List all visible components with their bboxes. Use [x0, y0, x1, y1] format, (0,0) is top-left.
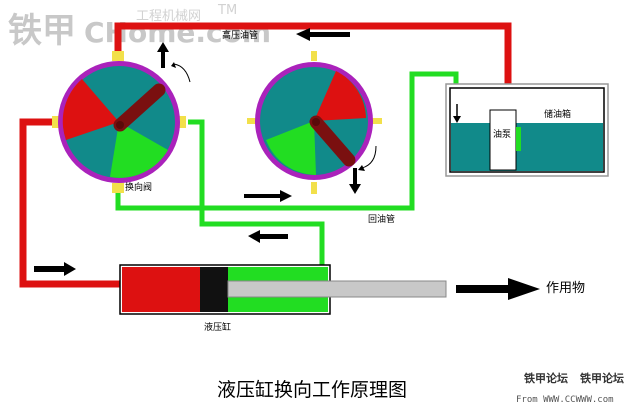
valve2-port-left	[247, 118, 257, 124]
valve2-port-right	[372, 118, 382, 124]
valve2-rotor	[309, 115, 356, 167]
label-work-object: 作用物	[546, 281, 585, 296]
high-pressure-pipe	[114, 22, 512, 110]
watermark-brand: 铁甲	[8, 11, 76, 51]
label-hydraulic-cylinder: 液压缸	[204, 321, 231, 333]
label-return-pipe: 回油管	[368, 213, 395, 225]
pump-outlet	[516, 127, 521, 151]
rotation-arrowhead-1	[171, 62, 176, 68]
arrow-feed-right	[34, 262, 76, 276]
rotation-arrow-2	[361, 145, 377, 169]
watermark-url: From WWW.CCWWW.com	[516, 395, 614, 405]
return-pipe	[115, 71, 459, 211]
oil-tank	[445, 83, 609, 177]
valve-port-top	[112, 51, 124, 61]
hydraulic-cylinder	[119, 264, 447, 315]
label-oil-tank: 储油箱	[544, 108, 571, 120]
watermark-site-cn: 工程机械网	[136, 9, 201, 24]
flow-arrows	[34, 28, 540, 300]
cylinder-piston	[200, 267, 228, 312]
arrow-work-object	[456, 278, 540, 300]
arrow-return-right	[244, 190, 292, 202]
cylinder-feed-pipe	[19, 118, 123, 288]
rotation-arrow-1	[173, 63, 191, 83]
valve2-pivot	[312, 118, 320, 126]
oil-pump	[489, 109, 517, 171]
cylinder-red-chamber	[122, 267, 200, 312]
valve-port-right	[176, 116, 186, 128]
reversing-valve-middle	[247, 51, 382, 194]
rotation-arrowhead-2	[358, 165, 365, 171]
watermark-forum: 铁甲论坛	[524, 371, 568, 385]
label-reversing-valve: 换向阀	[125, 181, 152, 193]
valve2-port-bottom	[311, 182, 317, 194]
oil-level	[451, 123, 603, 171]
valve-pivot	[116, 121, 124, 129]
arrow-down-valve2	[349, 168, 361, 194]
label-high-pressure-pipe: 高压油管	[222, 29, 258, 41]
valve-port-left	[52, 116, 62, 128]
arrow-cylinder-return-left	[248, 230, 288, 243]
valve-port-bottom	[112, 183, 124, 193]
arrow-high-pressure-left	[296, 28, 350, 41]
piston-rod	[227, 280, 447, 298]
watermark-tm: TM	[217, 3, 237, 18]
valve-green-chamber	[110, 122, 168, 178]
watermark-forum-extra: 铁甲论坛	[580, 371, 624, 385]
watermark-bottom: 铁甲论坛 铁甲论坛 From WWW.CCWWW.com	[516, 371, 624, 405]
diagram-title: 液压缸换向工作原理图	[217, 379, 407, 401]
cylinder-return-pipe	[188, 119, 325, 266]
valve-rotor	[113, 83, 166, 132]
valve2-red-chamber	[314, 71, 366, 121]
valve2-green-chamber	[266, 121, 316, 175]
valve2-port-top	[311, 51, 317, 61]
arrow-up-valve	[157, 42, 169, 68]
label-oil-pump: 油泵	[493, 128, 511, 140]
valve-red-chamber	[62, 79, 119, 140]
tank-inlet-arrowhead	[453, 116, 461, 123]
reversing-valve-left	[52, 51, 186, 193]
